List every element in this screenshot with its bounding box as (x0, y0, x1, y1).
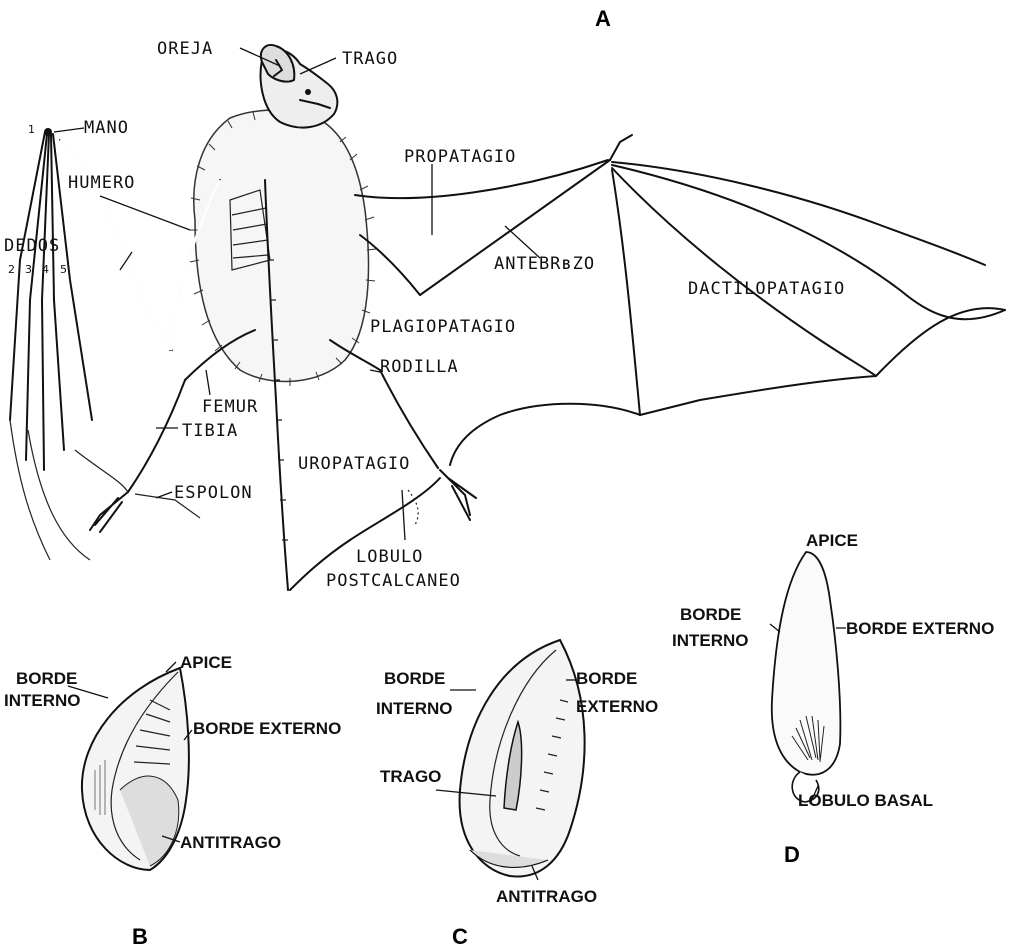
right-forearm (420, 160, 610, 295)
label-dedos: DEDOS (4, 236, 60, 256)
left-uropatagium-edge (75, 450, 128, 492)
dactylopatagium-edge (640, 308, 1005, 415)
ear-d-borde-interno-1-label: BORDE (680, 605, 741, 624)
ear-d-borde-interno-2-label: INTERNO (672, 631, 749, 650)
label-propatagio: PROPATAGIO (404, 147, 516, 167)
label-oreja: OREJA (157, 39, 213, 59)
label-dactilopatagio: DACTILOPATAGIO (688, 279, 845, 299)
ear-b-borde-label: BORDE (16, 669, 77, 688)
ear-b-interno-label: INTERNO (4, 691, 81, 710)
ear-c-trago-label: TRAGO (380, 767, 441, 786)
finger-number-4: 4 (42, 263, 49, 276)
ear-d-figure (772, 552, 841, 802)
label-postcalcaneo: POSTCALCANEO (326, 571, 461, 591)
panel-a-label: A (595, 6, 611, 31)
ear-c-figure (460, 640, 585, 877)
ear-c-borde-externo-1-label: BORDE (576, 669, 637, 688)
ear-b-antitrago-label: ANTITRAGO (180, 833, 281, 852)
label-humero: HUMERO (68, 173, 135, 193)
folded-fingers (10, 132, 92, 560)
ear-b-apice-label: APICE (180, 653, 232, 672)
finger-number-1: 1 (28, 123, 35, 136)
panel-c-label: C (452, 924, 468, 949)
ear-d-borde-externo-label: BORDE EXTERNO (846, 619, 994, 638)
ear-c-antitrago-label: ANTITRAGO (496, 887, 597, 906)
label-espolon: ESPOLON (174, 483, 253, 503)
finger-number-3: 3 (25, 263, 32, 276)
ear-d-apice-label: APICE (806, 531, 858, 550)
label-femur: FEMUR (202, 397, 258, 417)
label-tibia: TIBIA (182, 421, 238, 441)
panel-b-label: B (132, 924, 148, 949)
ear-d-lobulo-basal-label: LOBULO BASAL (798, 791, 933, 810)
finger-number-5: 5 (60, 263, 67, 276)
label-antebrazo: ANTEBRʙZO (494, 254, 595, 274)
ear-c-borde-interno-1-label: BORDE (384, 669, 445, 688)
ear-c-borde-externo-2-label: EXTERNO (576, 697, 658, 716)
plagiopatagium-edge (450, 404, 640, 465)
left-tibia (128, 380, 185, 492)
label-uropatagio: UROPATAGIO (298, 454, 410, 474)
label-trago: TRAGO (342, 49, 398, 69)
label-lobulo: LOBULO (356, 547, 423, 567)
panel-d-label: D (784, 842, 800, 867)
finger-number-2: 2 (8, 263, 15, 276)
left-foot (90, 492, 128, 532)
right-foot (440, 470, 476, 520)
thumb (610, 135, 632, 160)
label-plagiopatagio: PLAGIOPATAGIO (370, 317, 516, 337)
label-rodilla: RODILLA (380, 357, 459, 377)
ear-c-borde-interno-2-label: INTERNO (376, 699, 453, 718)
ear-b-borde-externo-label: BORDE EXTERNO (193, 719, 341, 738)
label-mano: MANO (84, 118, 129, 138)
bat-body (194, 110, 369, 381)
